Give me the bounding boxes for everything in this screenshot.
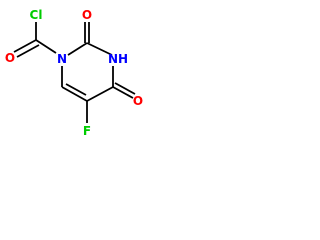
bonds (13, 22, 136, 123)
bond-n1-c2 (67, 42, 88, 56)
atom-chlorine-label: Cl (30, 8, 43, 22)
atom-fluorine-label: F (83, 124, 91, 138)
bond-c-acyl-o-double-a (13, 39, 37, 53)
atom-labels: Cl O N O N H O F (5, 8, 143, 138)
bond-c4-o-double-a (112, 86, 134, 99)
atom-ring-nitrogen-3-hydrogen-label: H (118, 52, 128, 66)
molecule-structure-diagram: Cl O N O N H O F (5, 8, 143, 138)
bond-c4-o-double-b (114, 82, 136, 95)
atom-acyl-oxygen-label: O (5, 51, 15, 65)
bond-c-acyl-n1 (35, 39, 57, 54)
bond-c5-c6-double-a (61, 86, 88, 102)
bond-c5-c6-double-b (65, 83, 87, 96)
bond-c4-c5 (86, 86, 114, 102)
atom-ring-nitrogen-1-label: N (57, 52, 67, 66)
atom-c4-oxygen-label: O (133, 94, 143, 108)
bond-c-acyl-o-double-b (16, 44, 40, 58)
atom-c2-oxygen-label: O (82, 8, 92, 22)
atom-ring-nitrogen-3-label: N (108, 52, 118, 66)
bond-c2-n3 (86, 42, 113, 56)
